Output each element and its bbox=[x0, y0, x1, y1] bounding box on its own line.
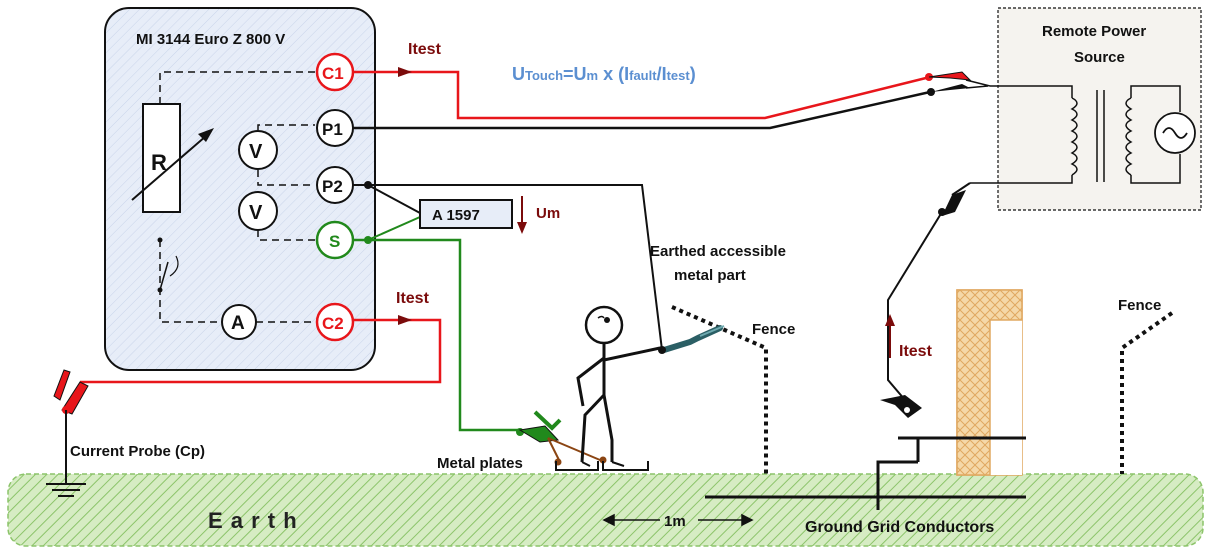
voltmeter-2-label: V bbox=[249, 202, 263, 224]
metal-plates-label: Metal plates bbox=[437, 455, 523, 472]
fence-left bbox=[671, 305, 768, 474]
internal-wiring bbox=[159, 71, 315, 323]
um-label: Um bbox=[536, 205, 560, 222]
current-probe-clip bbox=[46, 369, 89, 497]
voltmeter-1 bbox=[238, 130, 278, 170]
adapter-wire-s bbox=[367, 216, 421, 241]
ammeter bbox=[221, 304, 257, 340]
terminal-p2-label: P2 bbox=[322, 177, 343, 196]
adapter-box bbox=[419, 199, 513, 229]
itest-right-label: Itest bbox=[899, 343, 933, 360]
variable-arrow-head bbox=[198, 128, 214, 142]
p1-lead bbox=[353, 90, 931, 130]
remote-source-box bbox=[997, 7, 1202, 211]
remote-source-label-2: Source bbox=[1074, 49, 1125, 66]
terminal-s-label: S bbox=[329, 232, 340, 251]
plate-clip bbox=[516, 410, 607, 466]
adapter-wire-p2 bbox=[367, 184, 421, 214]
transformer bbox=[970, 85, 1181, 184]
terminal-c1-label: C1 bbox=[322, 64, 344, 83]
remote-source-label-1: Remote Power bbox=[1042, 23, 1146, 40]
earthed-part-label-2: metal part bbox=[674, 267, 746, 284]
instrument-title: MI 3144 Euro Z 800 V bbox=[136, 31, 285, 48]
ground-grid bbox=[705, 436, 1026, 510]
terminal-p1-label: P1 bbox=[322, 120, 343, 139]
itest-top-arrow bbox=[398, 67, 412, 77]
fence-block-cut bbox=[990, 320, 1022, 475]
s-junction bbox=[364, 236, 372, 244]
s-lead bbox=[353, 238, 520, 432]
ammeter-label: A bbox=[231, 313, 245, 334]
current-probe-label: Current Probe (Cp) bbox=[70, 443, 205, 460]
voltmeter-2 bbox=[238, 191, 278, 231]
itest-c2-label: Itest bbox=[396, 290, 430, 307]
voltmeter-1-label: V bbox=[249, 141, 263, 163]
formula: UTouch=Um x (Ifault/Itest) bbox=[512, 64, 696, 84]
earth-label: E a r t h bbox=[208, 508, 298, 533]
adapter-label: A 1597 bbox=[432, 207, 480, 224]
switch-dot-top bbox=[157, 237, 163, 243]
c2-lead bbox=[80, 318, 442, 384]
sine-wave-icon bbox=[1162, 127, 1188, 139]
fence-right bbox=[1120, 311, 1174, 474]
itest-right-arrow-head bbox=[885, 314, 895, 326]
grid-lead bbox=[880, 182, 971, 418]
metal-plate-right bbox=[602, 461, 649, 471]
fence-block-outline bbox=[956, 289, 1023, 476]
terminal-c2-label: C2 bbox=[322, 314, 344, 333]
distance-marker bbox=[602, 513, 754, 527]
earthed-part-label-1: Earthed accessible bbox=[650, 243, 786, 260]
p2-lead bbox=[353, 184, 663, 351]
variable-arrow bbox=[131, 135, 207, 201]
terminal-c2 bbox=[315, 302, 355, 342]
ground-grid-label: Ground Grid Conductors bbox=[805, 519, 994, 536]
itest-c2-arrow bbox=[398, 315, 412, 325]
person bbox=[576, 305, 661, 467]
itest-top-label: Itest bbox=[408, 41, 442, 58]
resistor-label: R bbox=[151, 150, 167, 175]
c1-lead bbox=[353, 70, 927, 120]
um-arrow-head bbox=[517, 222, 527, 234]
earth-band bbox=[7, 473, 1204, 547]
fence-left-label: Fence bbox=[752, 321, 795, 338]
metal-plate-left bbox=[555, 461, 599, 471]
switch-arrow bbox=[169, 255, 179, 277]
fence-right-label: Fence bbox=[1118, 297, 1161, 314]
resistor bbox=[142, 103, 181, 213]
distance-label: 1m bbox=[664, 513, 686, 530]
switch-blade bbox=[159, 261, 169, 291]
remote-source-clips bbox=[925, 71, 991, 96]
